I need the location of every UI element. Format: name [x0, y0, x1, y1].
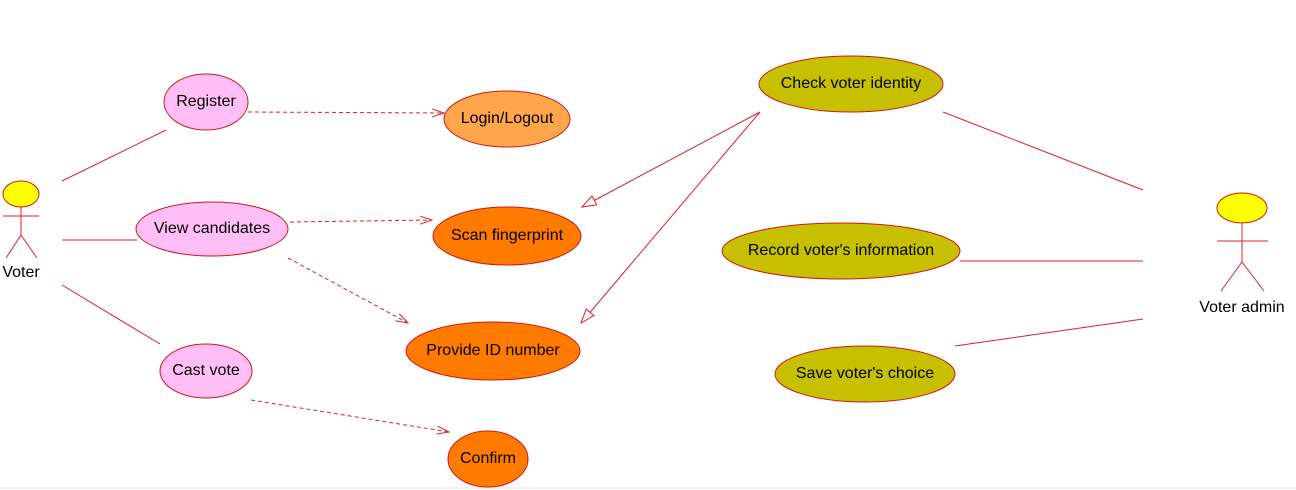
use-case-cast-vote: Cast vote [159, 343, 253, 399]
voter-actor-head [2, 180, 40, 208]
use-case-provide-id: Provide ID number [405, 321, 581, 381]
use-case-save-choice-shape [774, 345, 956, 403]
use-case-save-choice: Save voter's choice [774, 345, 956, 403]
assoc-voter-register [61, 129, 167, 182]
use-case-confirm-label: Confirm [460, 450, 516, 467]
dep-register-login [247, 112, 444, 113]
use-case-check-identity-shape [758, 55, 944, 113]
use-case-cast-vote-label: Cast vote [172, 362, 240, 379]
use-case-provide-id-label: Provide ID number [426, 342, 560, 359]
dep-view-provide-id [287, 257, 408, 323]
dep-cast-confirm [250, 399, 449, 432]
use-case-login-logout-shape [443, 90, 571, 148]
use-case-view-candidates: View candidates [135, 201, 289, 257]
admin-actor-head [1216, 192, 1268, 224]
voter-actor: Voter [2, 180, 40, 281]
use-case-record-info-label: Record voter's information [748, 242, 934, 259]
use-case-view-candidates-label: View candidates [154, 220, 270, 237]
use-case-confirm: Confirm [447, 430, 529, 488]
assoc-admin-save-choice [954, 318, 1144, 347]
use-case-confirm-shape [447, 430, 529, 488]
arrow-check-to-scan [582, 111, 761, 207]
voter-actor-label: Voter [2, 264, 40, 281]
admin-actor-right-leg [1241, 261, 1265, 292]
arrow-check-to-provide-id [581, 111, 761, 323]
dep-view-scan [289, 220, 432, 222]
use-case-scan-fingerprint-label: Scan fingerprint [451, 227, 564, 244]
use-case-check-identity: Check voter identity [758, 55, 944, 113]
voter-actor-left-leg [5, 234, 22, 259]
use-case-register-shape [163, 73, 249, 131]
use-case-cast-vote-shape [159, 343, 253, 399]
use-case-provide-id-shape [405, 321, 581, 381]
use-case-scan-fingerprint-shape [432, 206, 582, 266]
use-case-check-identity-label: Check voter identity [781, 75, 922, 92]
assoc-admin-check-identity [942, 111, 1144, 191]
use-case-view-candidates-shape [135, 201, 289, 257]
use-case-save-choice-label: Save voter's choice [796, 365, 934, 382]
assoc-voter-cast-vote [61, 284, 161, 345]
use-case-login-logout-label: Login/Logout [461, 110, 554, 127]
use-case-register: Register [163, 73, 249, 131]
use-case-login-logout: Login/Logout [443, 90, 571, 148]
use-case-record-info-shape [721, 222, 961, 280]
use-case-record-info: Record voter's information [721, 222, 961, 280]
voter-actor-right-leg [20, 234, 38, 259]
use-case-register-label: Register [176, 93, 236, 110]
admin-actor-label: Voter admin [1199, 299, 1284, 316]
admin-actor: Voter admin [1199, 192, 1285, 316]
admin-actor-left-leg [1220, 261, 1243, 292]
use-case-scan-fingerprint: Scan fingerprint [432, 206, 582, 266]
